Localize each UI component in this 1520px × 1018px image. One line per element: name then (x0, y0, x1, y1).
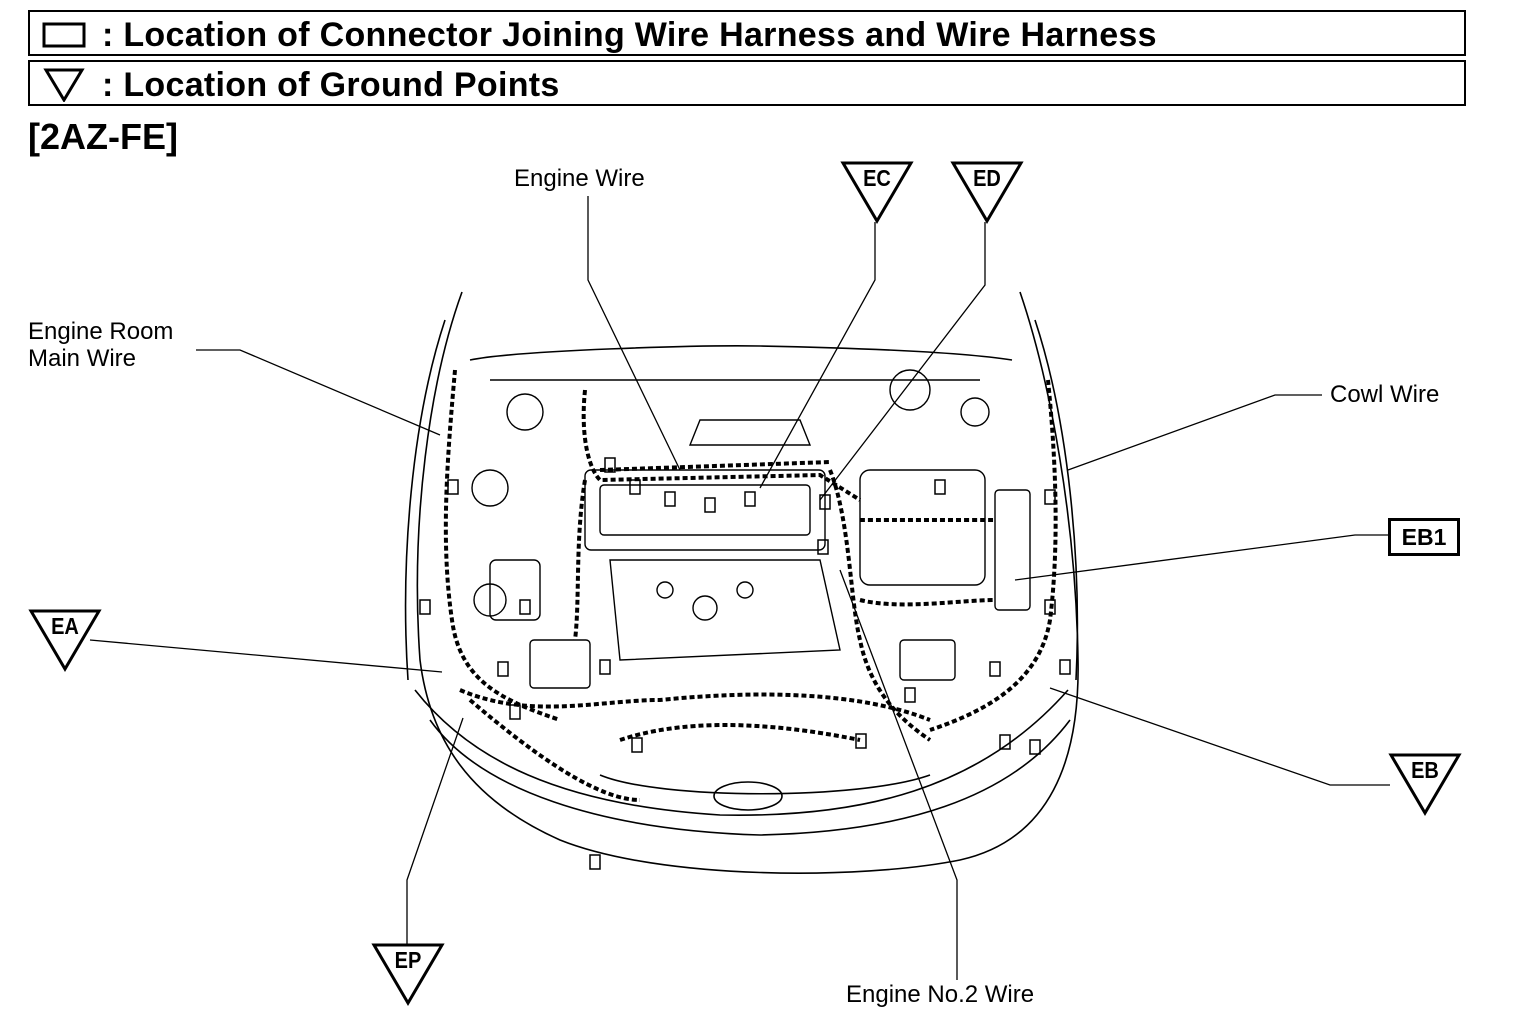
leader-lines (89, 196, 1390, 980)
ground-triangle-icon (1388, 753, 1462, 816)
label-engine-room-main-wire-line1: Engine Room (28, 318, 174, 345)
ground-point-ea-label: EA (51, 614, 79, 640)
connector-box-icon (42, 22, 86, 48)
engine-components (471, 369, 1031, 689)
label-engine-room-main-wire-line2: Main Wire (28, 345, 137, 372)
legend-connector-row: : Location of Connector Joining Wire Har… (28, 10, 1466, 56)
harness-connectors (419, 457, 1071, 870)
legend-ground-text: : Location of Ground Points (102, 66, 560, 104)
ground-point-ed: ED (950, 160, 1024, 224)
wire-harness-routing (443, 369, 1058, 802)
label-engine-room-main-wire: Engine Room Main Wire (28, 318, 173, 372)
label-cowl-wire: Cowl Wire (1330, 381, 1440, 408)
ground-point-ep-label: EP (394, 948, 422, 974)
ground-triangle-icon (950, 161, 1024, 224)
ground-triangle-icon (43, 68, 85, 102)
ground-triangle-icon (840, 161, 914, 224)
connector-eb1: EB1 (1388, 518, 1460, 556)
ground-point-ec-label: EC (863, 166, 891, 192)
ground-point-eb: EB (1388, 752, 1462, 816)
vehicle-outline (404, 291, 1079, 874)
label-engine-wire: Engine Wire (514, 165, 645, 192)
label-engine-no2-wire: Engine No.2 Wire (846, 981, 1035, 1008)
ground-point-ec: EC (840, 160, 914, 224)
ground-point-ed-label: ED (973, 166, 1001, 192)
ground-point-eb-label: EB (1411, 758, 1439, 784)
ground-point-ea: EA (28, 608, 102, 672)
ground-triangle-icon (28, 609, 102, 672)
ground-triangle-icon (371, 943, 445, 1006)
engine-code-title: [2AZ-FE] (28, 116, 178, 157)
ground-point-ep: EP (371, 942, 445, 1006)
legend-ground-row: : Location of Ground Points (28, 60, 1466, 106)
legend-connector-text: : Location of Connector Joining Wire Har… (102, 16, 1157, 54)
